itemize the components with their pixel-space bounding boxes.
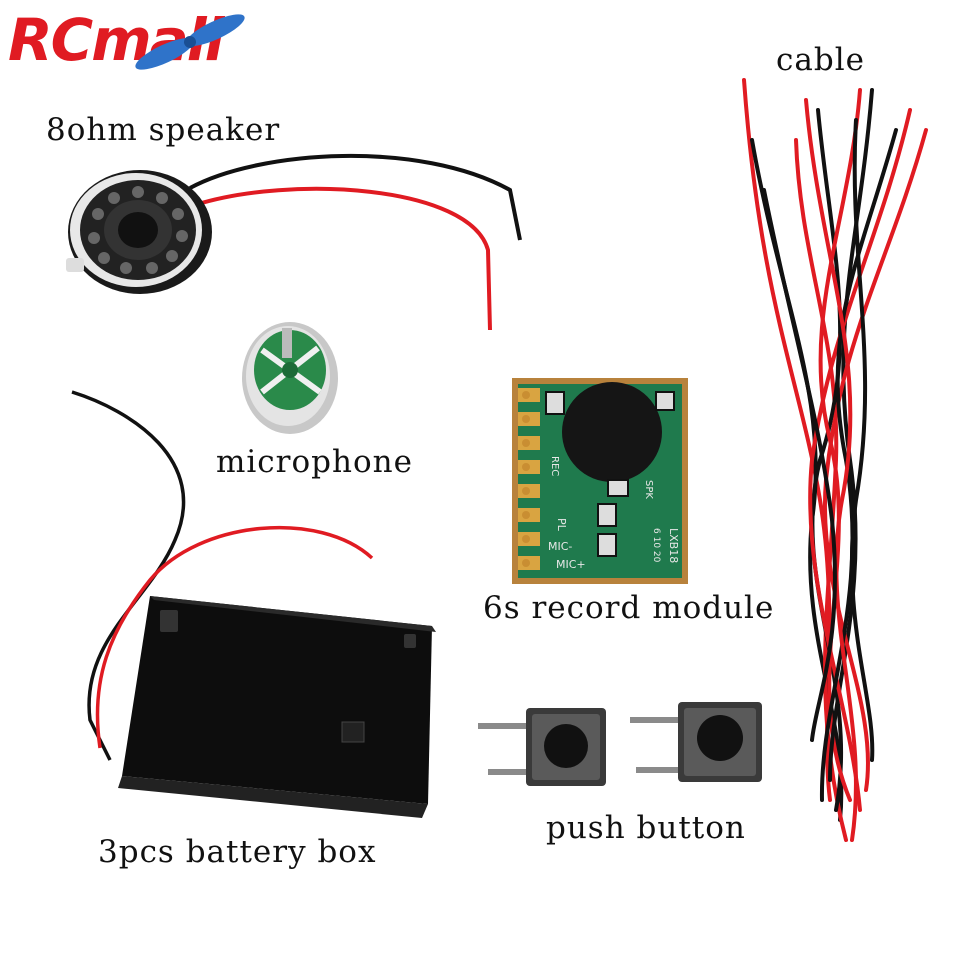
battery-box-label: 3pcs battery box [98, 834, 377, 870]
propeller-icon [135, 14, 245, 70]
pcb-label-spk: SPK [643, 480, 654, 499]
record-module-image: REC PL MIC- MIC+ SPK LXB18 6 10 20 [512, 378, 688, 584]
rcmall-logo: RCmall [0, 0, 270, 82]
cable-label: cable [776, 42, 865, 78]
record-module-label: 6s record module [483, 590, 775, 626]
push-button-image-1 [478, 708, 606, 786]
speaker-label: 8ohm speaker [46, 112, 281, 148]
pcb-label-pl: PL [555, 518, 568, 532]
speaker-image [66, 153, 522, 331]
microphone-image [242, 322, 338, 434]
cable-bundle-image [742, 78, 928, 842]
push-button-label: push button [546, 810, 746, 846]
microphone-label: microphone [216, 444, 413, 480]
push-button-image-2 [630, 702, 762, 782]
pcb-label-mic-plus: MIC+ [556, 558, 586, 571]
pcb-label-mic-minus: MIC- [548, 540, 572, 553]
pcb-label-date: 6 10 20 [651, 528, 661, 563]
pcb-label-rec: REC [549, 456, 560, 476]
battery-box-image [71, 390, 436, 818]
pcb-label-part: LXB18 [667, 528, 680, 563]
